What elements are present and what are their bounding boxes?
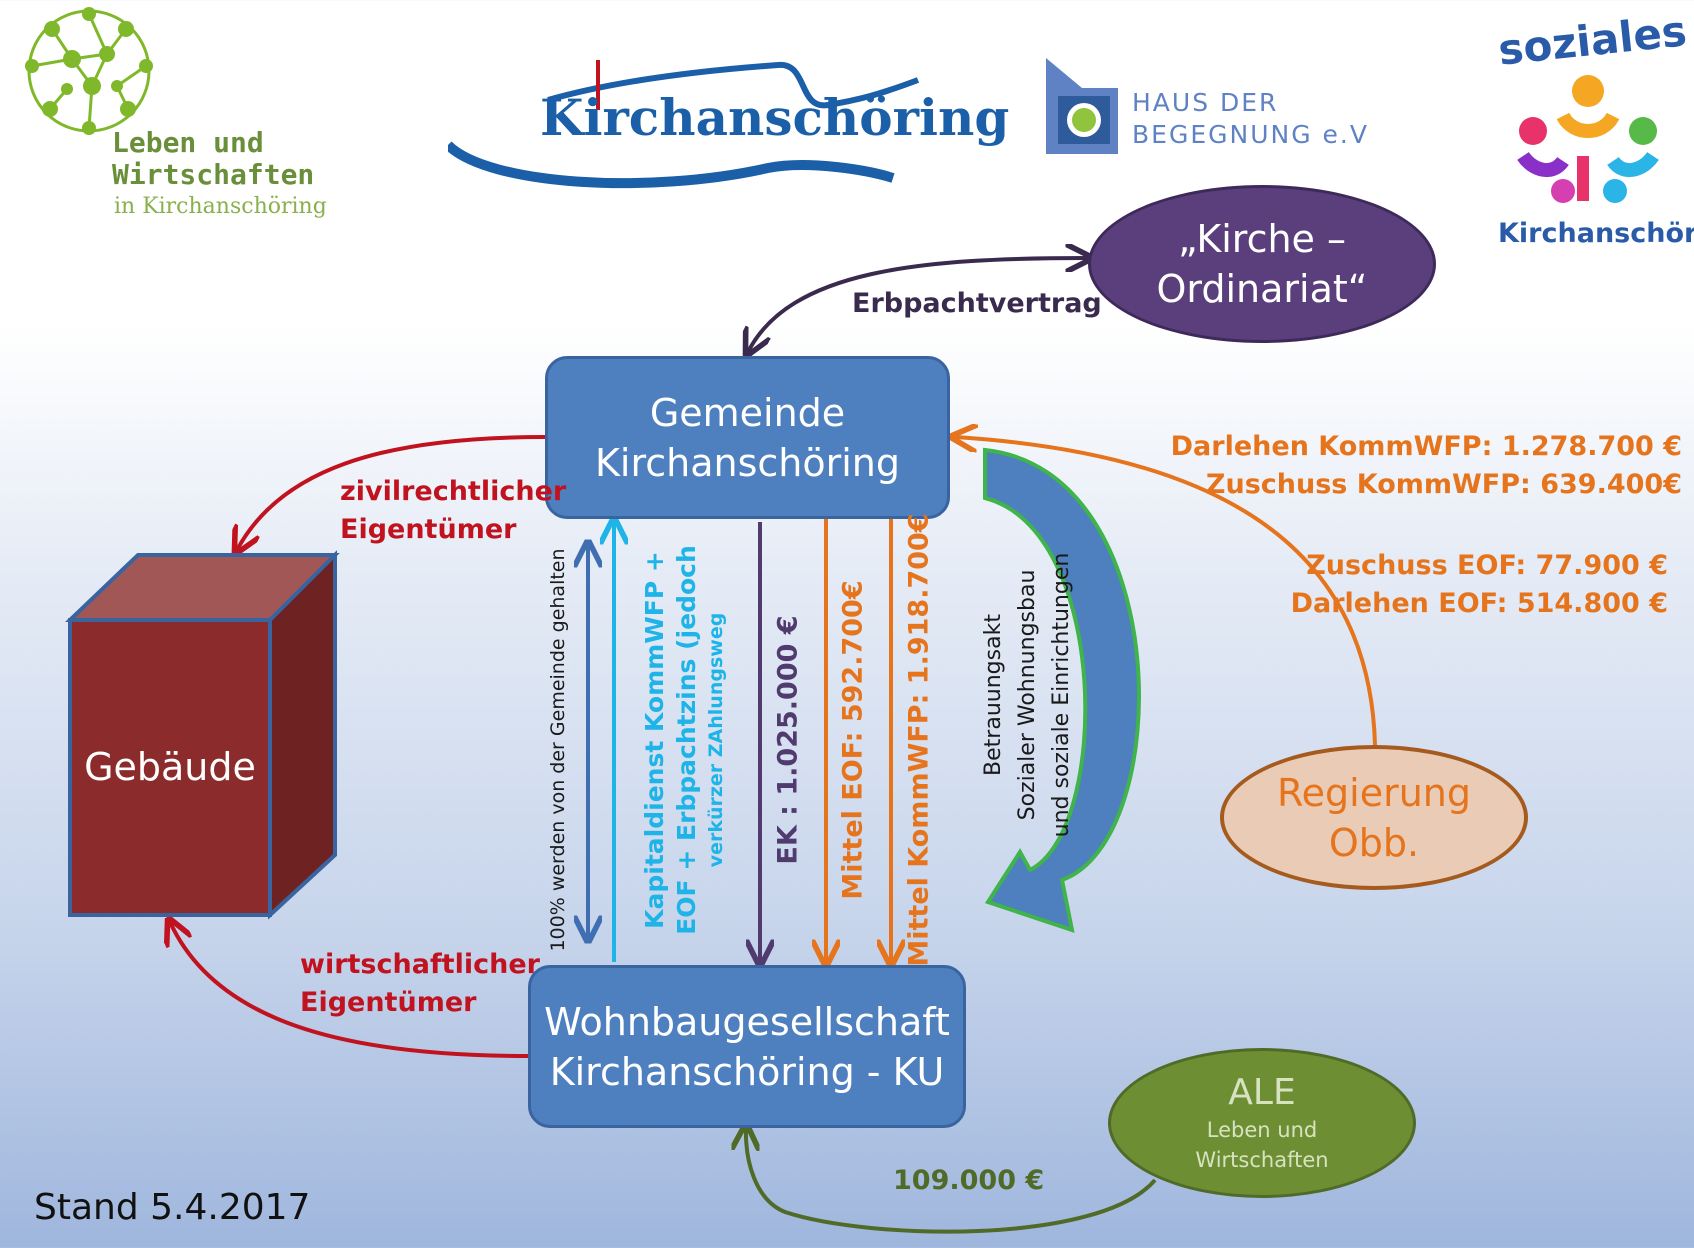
- ale-amount-label: 109.000 €: [893, 1165, 1045, 1196]
- soziales-logo-bottom: Kirchanschöring: [1498, 218, 1694, 249]
- betrauung-line1: Betrauungsakt: [981, 614, 1006, 776]
- stand-date: Stand 5.4.2017: [34, 1187, 311, 1228]
- regierung-node: Regierung Obb.: [1220, 745, 1528, 890]
- wohnbau-line2: Kirchanschöring - KU: [549, 1049, 945, 1094]
- ale-title: ALE: [1228, 1072, 1296, 1113]
- zivil-label: zivilrechtlicher Eigentümer: [340, 473, 566, 549]
- wave-icon: [448, 60, 920, 189]
- betrauung-line2: Sozialer Wohnungsbau: [1015, 569, 1040, 821]
- gehalten-label: 100% werden von der Gemeinde gehalten: [547, 548, 569, 952]
- zivil-line2: Eigentümer: [340, 514, 517, 545]
- house-icon: [1046, 58, 1118, 154]
- ale-arrow: [746, 1128, 1157, 1234]
- regierung-line2: Obb.: [1328, 820, 1420, 865]
- gemeinde-line1: Gemeinde: [649, 390, 846, 435]
- ale-line2: Wirtschaften: [1195, 1148, 1329, 1172]
- ek-label: EK : 1.025.000 €: [772, 615, 804, 865]
- kirche-ordinariat-node: „Kirche – Ordinariat“: [1088, 185, 1436, 343]
- kapital-line3: verkürzer ZAhlungsweg: [705, 612, 727, 868]
- wirtschaft-line1: wirtschaftlicher: [300, 949, 540, 980]
- zuschuss-kommwfp: Zuschuss KommWFP: 639.400€: [1205, 469, 1682, 500]
- erbpacht-arrow: [748, 258, 1088, 352]
- gebaeude-side: [268, 550, 337, 920]
- kirchanschoring-logo: Kirchanschöring: [448, 50, 1009, 190]
- zivil-line1: zivilrechtlicher: [340, 476, 567, 507]
- gemeinde-line2: Kirchanschöring: [594, 440, 901, 485]
- regierung-line1: Regierung: [1276, 770, 1472, 815]
- eof-label: Mittel EOF: 592.700€: [837, 580, 869, 900]
- ale-line1: Leben und: [1206, 1118, 1318, 1142]
- kirche-line1: „Kirche –: [1177, 217, 1347, 261]
- wirtschaft-label: wirtschaftlicher Eigentümer: [300, 946, 540, 1022]
- wohnbau-node: Wohnbaugesellschaft Kirchanschöring - KU: [528, 965, 966, 1128]
- gebaeude-label: Gebäude: [84, 745, 256, 789]
- betrauung-line3: und soziale Einrichtungen: [1049, 552, 1074, 838]
- leben-logo: Leben und Wirtschaften in Kirchanschörin…: [22, 4, 327, 234]
- leben-logo-line1: Leben und: [112, 126, 264, 159]
- kirchanschoring-logo-text: Kirchanschöring: [540, 88, 1010, 147]
- people-circle-icon: [1517, 75, 1659, 203]
- funding-eof: Zuschuss EOF: 77.900 € Darlehen EOF: 514…: [1291, 547, 1668, 623]
- erbpacht-label: Erbpachtvertrag: [852, 288, 1102, 319]
- zuschuss-eof: Zuschuss EOF: 77.900 €: [1306, 550, 1668, 581]
- betrauung-label: Betrauungsakt Sozialer Wohnungsbau und s…: [977, 553, 1079, 838]
- network-icon: [25, 7, 153, 135]
- kapital-label: Kapitaldienst KommWFP + EOF + Erbpachtzi…: [639, 545, 729, 935]
- kommwfp-label: Mittel KommWFP: 1.918.700€: [903, 513, 935, 967]
- gemeinde-node: Gemeinde Kirchanschöring: [545, 356, 950, 519]
- funding-kommwfp: Darlehen KommWFP: 1.278.700 € Zuschuss K…: [1171, 428, 1682, 504]
- zivil-arrow: [237, 435, 546, 550]
- leben-logo-line2: Wirtschaften: [112, 158, 315, 191]
- darlehen-eof: Darlehen EOF: 514.800 €: [1290, 588, 1668, 619]
- kapital-line1: Kapitaldienst KommWFP +: [640, 551, 669, 929]
- gebaeude-front: [68, 618, 272, 917]
- kapital-line2: EOF + Erbpachtzins (jedoch: [672, 545, 701, 935]
- soziales-logo: soziales Kirchanschöring: [1488, 6, 1694, 251]
- haus-logo-line2: BEGEGNUNG e.V: [1132, 120, 1369, 149]
- ale-node: ALE Leben und Wirtschaften: [1108, 1048, 1416, 1198]
- wohnbau-line1: Wohnbaugesellschaft: [544, 999, 950, 1044]
- wirtschaft-arrow: [170, 922, 529, 1058]
- haus-logo: HAUS DER BEGEGNUNG e.V: [1046, 58, 1369, 158]
- betrauung-arrow: [983, 447, 1141, 933]
- haus-logo-line1: HAUS DER: [1132, 88, 1279, 117]
- darlehen-kommwfp: Darlehen KommWFP: 1.278.700 €: [1170, 431, 1682, 462]
- kirche-line2: Ordinariat“: [1156, 267, 1368, 311]
- wirtschaft-line2: Eigentümer: [300, 987, 477, 1018]
- regierung-arrow: [955, 437, 1377, 746]
- leben-logo-line3: in Kirchanschöring: [114, 194, 327, 219]
